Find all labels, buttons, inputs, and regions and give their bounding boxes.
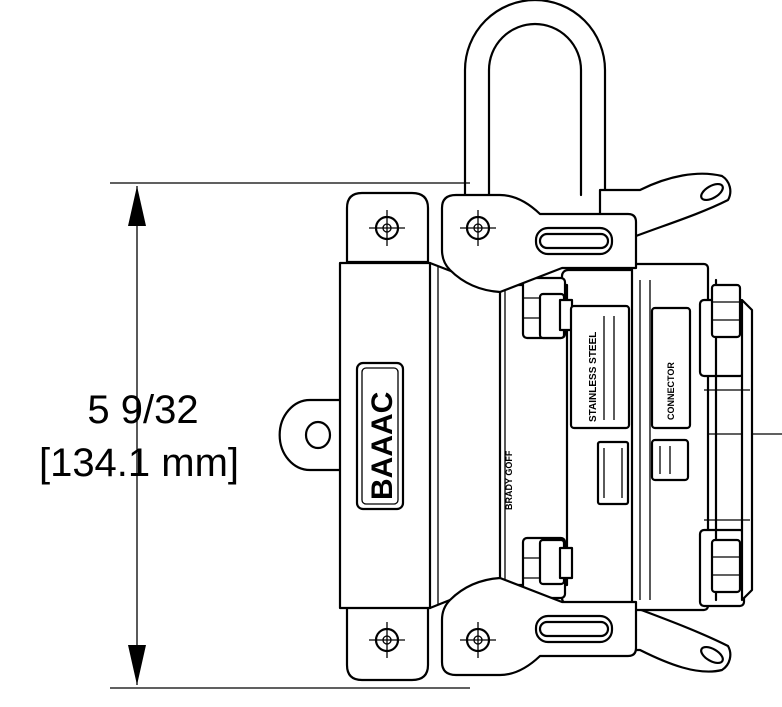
dimension-fraction: 5 9/32 xyxy=(87,388,199,432)
arrow-down-icon xyxy=(128,645,146,685)
latch-plate-top xyxy=(440,193,638,294)
left-bracket xyxy=(345,191,430,682)
nameplate-right-text: CONNECTOR xyxy=(666,362,676,420)
dimension-metric: [134.1 mm] xyxy=(38,441,240,485)
side-label: BRADY GOFF xyxy=(504,450,514,510)
brand-logo: BAAAC xyxy=(355,361,405,511)
latch-plate-bottom xyxy=(440,576,638,677)
side-label-text: BRADY GOFF xyxy=(504,450,514,510)
nameplate: STAINLESS STEEL xyxy=(569,304,631,430)
left-mounting-ear xyxy=(278,398,344,472)
logo-text: BAAAC xyxy=(366,392,399,500)
screw-icon xyxy=(369,210,405,246)
arrow-up-icon xyxy=(128,186,146,226)
keying-block xyxy=(596,440,630,506)
center-flange xyxy=(493,276,574,600)
nameplate-text: STAINLESS STEEL xyxy=(588,332,599,422)
screw-icon xyxy=(460,622,496,658)
shackle xyxy=(463,0,607,197)
screw-icon xyxy=(369,622,405,658)
nameplate-right: CONNECTOR xyxy=(650,306,692,482)
screw-icon xyxy=(460,210,496,246)
